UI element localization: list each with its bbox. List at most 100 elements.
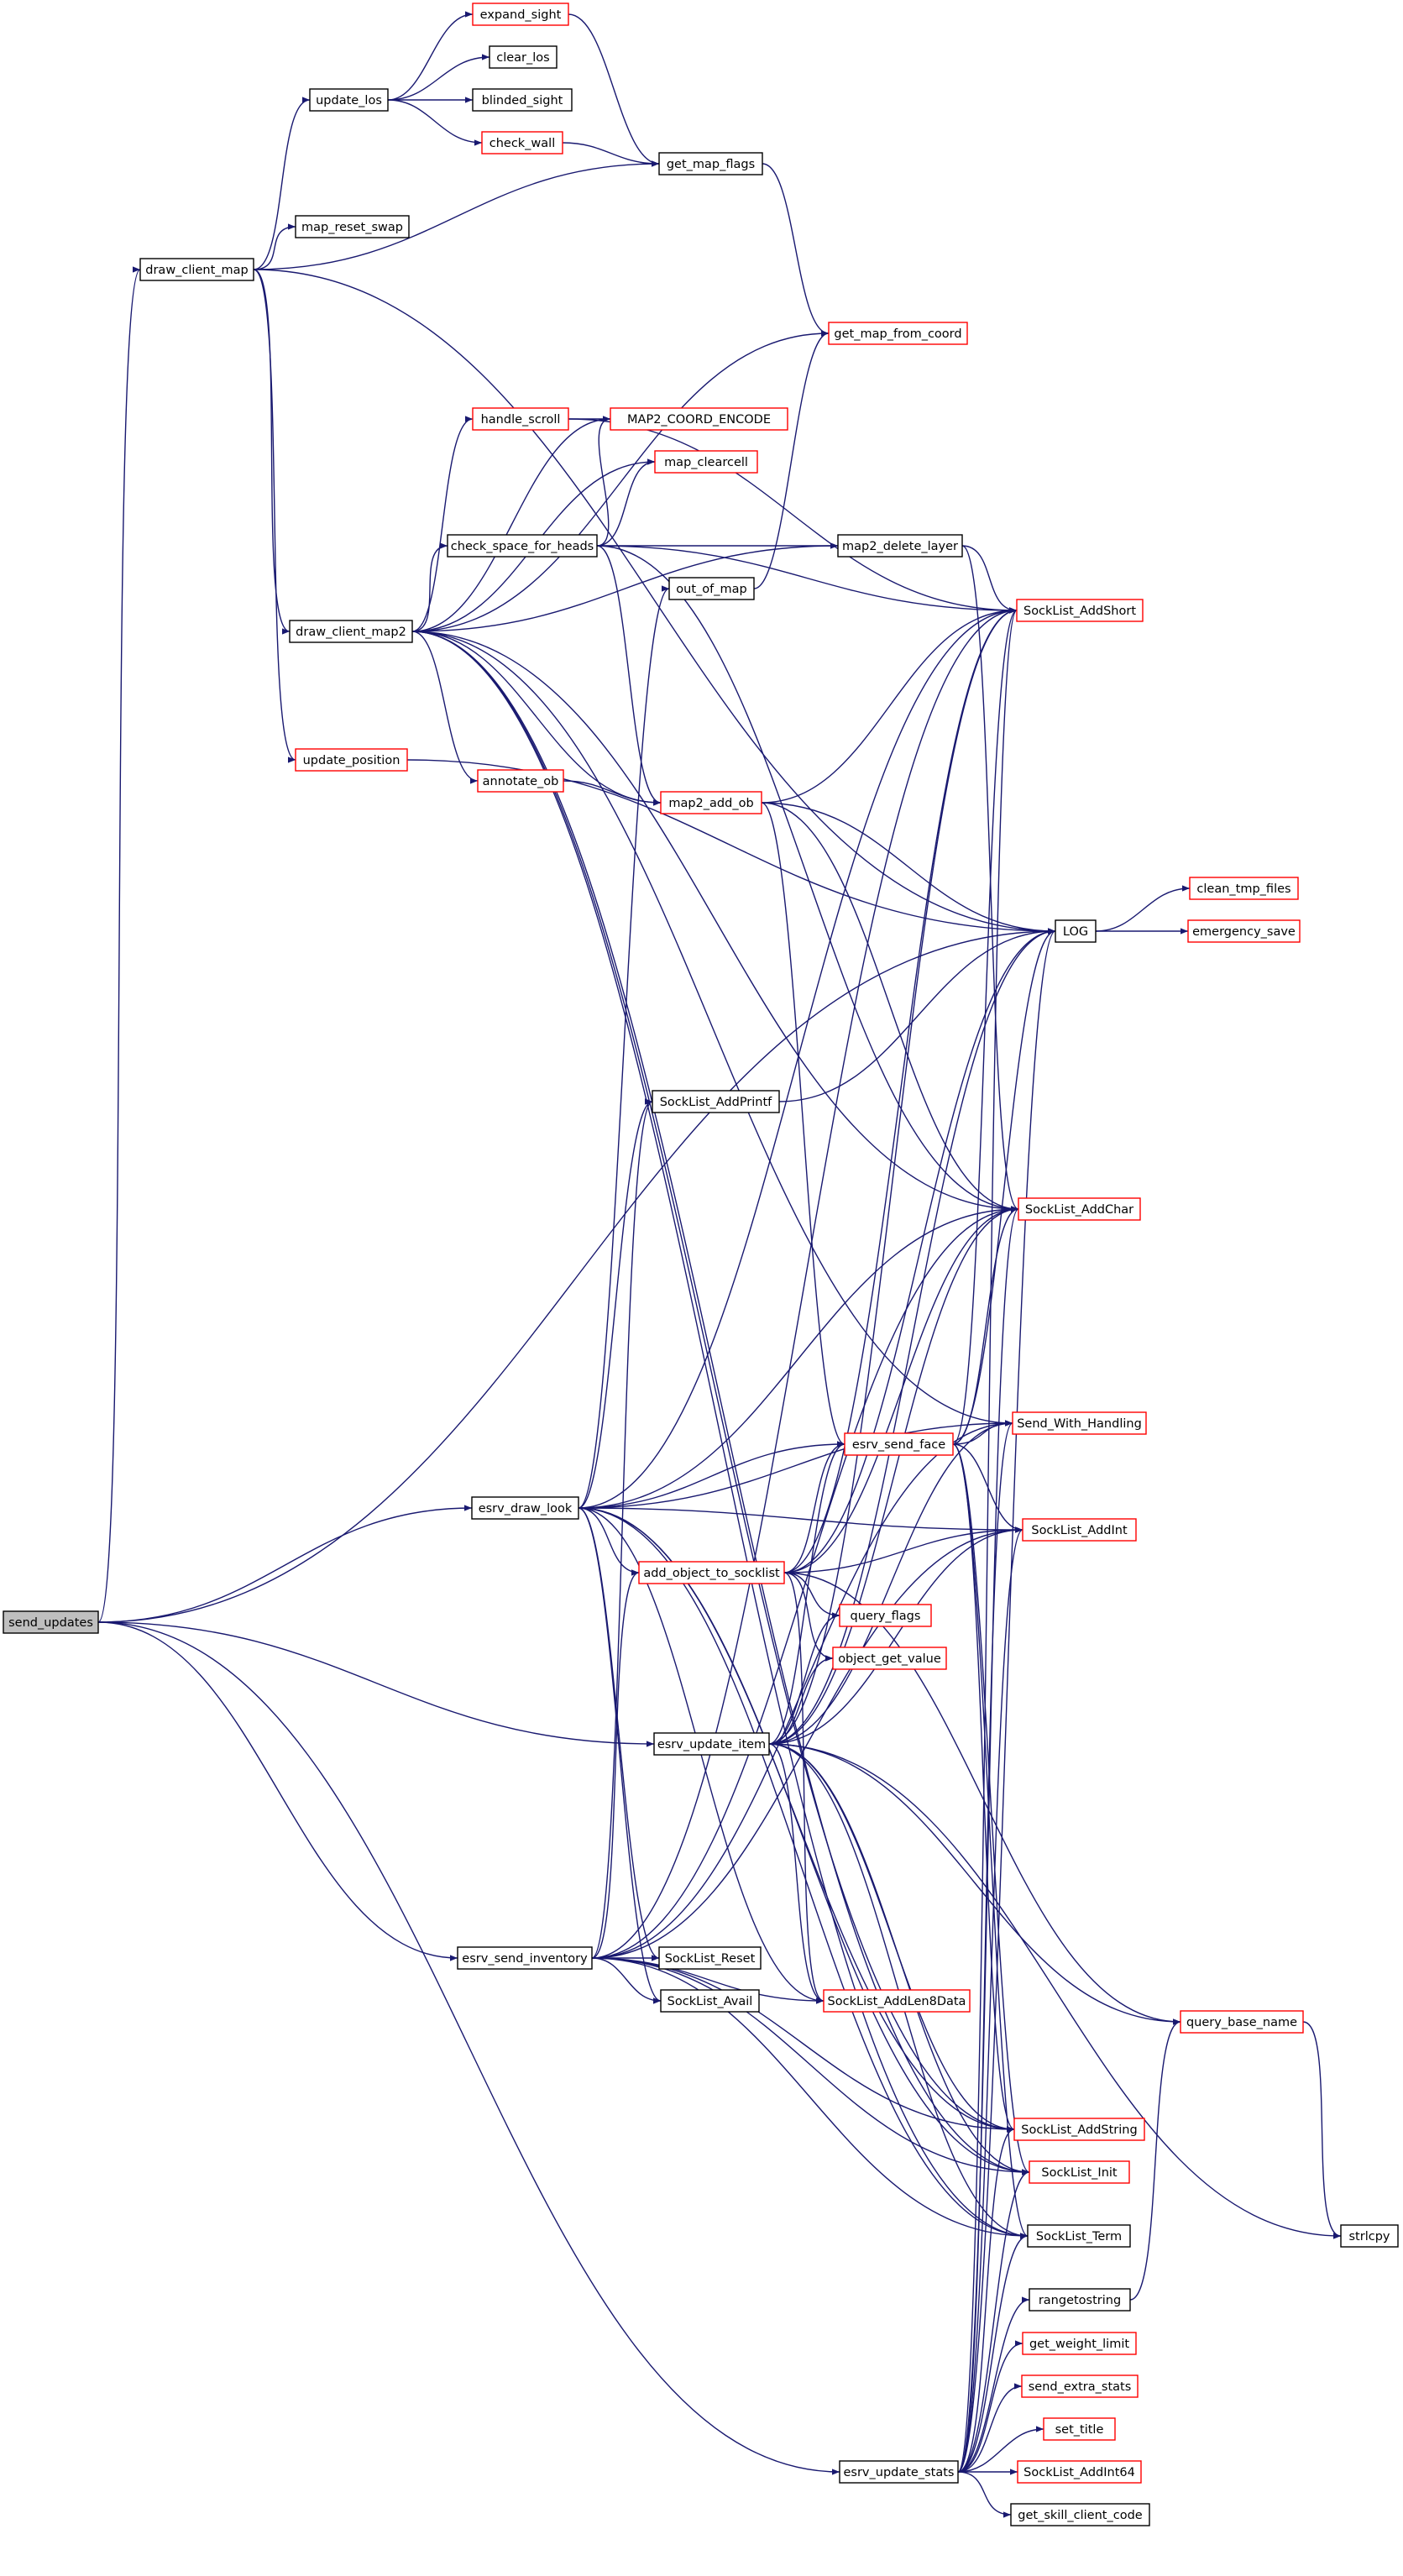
call-edge-esrv_send_inventory-to-SockList_AddInt	[591, 1526, 1023, 1959]
node-box-SockList_Avail	[660, 1989, 760, 2013]
node-SockList_AddInt[interactable]: SockList_AddInt	[1022, 1518, 1137, 1542]
call-edge-send_updates-to-LOG	[97, 928, 1056, 1623]
call-nodes: send_updatesdraw_client_mapupdate_losexp…	[3, 3, 1399, 2526]
call-edge-esrv_draw_look-to-SockList_Init	[578, 1507, 1030, 2175]
node-draw_client_map2[interactable]: draw_client_map2	[289, 620, 413, 643]
node-map_clearcell[interactable]: map_clearcell	[654, 450, 758, 474]
call-edge-update_los-to-expand_sight	[387, 11, 474, 101]
node-get_weight_limit[interactable]: get_weight_limit	[1022, 2332, 1137, 2355]
node-box-esrv_send_inventory	[457, 1946, 593, 1970]
call-edge-draw_client_map2-to-SockList_Term	[411, 631, 1029, 2239]
node-SockList_Term[interactable]: SockList_Term	[1027, 2224, 1131, 2248]
node-label-map_reset_swap: map_reset_swap	[301, 221, 403, 234]
node-set_title[interactable]: set_title	[1043, 2417, 1116, 2441]
node-box-handle_scroll	[472, 407, 569, 431]
node-label-strlcpy: strlcpy	[1349, 2230, 1390, 2244]
call-edge-draw_client_map2-to-check_space_for_heads	[411, 542, 448, 632]
node-clear_los[interactable]: clear_los	[489, 45, 558, 69]
node-box-map_clearcell	[654, 450, 758, 474]
node-esrv_update_stats[interactable]: esrv_update_stats	[839, 2460, 959, 2484]
node-add_object_to_socklist[interactable]: add_object_to_socklist	[638, 1561, 785, 1584]
node-blinded_sight[interactable]: blinded_sight	[472, 88, 573, 112]
node-draw_client_map[interactable]: draw_client_map	[139, 258, 254, 281]
node-map_reset_swap[interactable]: map_reset_swap	[295, 215, 410, 238]
node-map2_delete_layer[interactable]: map2_delete_layer	[837, 534, 963, 558]
call-edge-esrv_send_inventory-to-SockList_AddPrintf	[591, 1098, 653, 1959]
node-SockList_AddInt64[interactable]: SockList_AddInt64	[1017, 2460, 1142, 2484]
node-SockList_Avail[interactable]: SockList_Avail	[660, 1989, 760, 2013]
node-box-get_map_from_coord	[828, 322, 968, 345]
node-label-SockList_Term: SockList_Term	[1036, 2230, 1122, 2244]
node-expand_sight[interactable]: expand_sight	[472, 3, 569, 26]
node-emergency_save[interactable]: emergency_save	[1187, 919, 1301, 943]
node-box-out_of_map	[668, 577, 755, 600]
call-edge-esrv_draw_look-to-SockList_AddInt	[578, 1507, 1023, 1533]
node-send_extra_stats[interactable]: send_extra_stats	[1021, 2374, 1139, 2398]
node-annotate_ob[interactable]: annotate_ob	[477, 769, 564, 793]
call-edge-check_wall-to-get_map_flags	[562, 142, 660, 167]
node-label-update_position: update_position	[303, 754, 400, 767]
node-box-clear_los	[489, 45, 558, 69]
call-edge-esrv_send_face-to-SockList_Term	[952, 1443, 1029, 2239]
call-edge-add_object_to_socklist-to-SockList_AddLen8Data	[783, 1572, 825, 2004]
node-update_position[interactable]: update_position	[295, 748, 408, 772]
node-esrv_send_inventory[interactable]: esrv_send_inventory	[457, 1946, 593, 1970]
node-box-query_base_name	[1180, 2010, 1304, 2034]
call-edge-esrv_update_stats-to-SockList_AddChar	[957, 1206, 1019, 2473]
node-update_los[interactable]: update_los	[309, 88, 389, 112]
call-edge-esrv_update_item-to-SockList_Init	[768, 1743, 1030, 2175]
call-edge-esrv_update_stats-to-SockList_AddInt	[957, 1526, 1023, 2473]
call-edge-map2_add_ob-to-LOG	[761, 802, 1056, 935]
node-label-esrv_update_item: esrv_update_item	[657, 1738, 766, 1751]
node-label-SockList_AddPrintf: SockList_AddPrintf	[660, 1096, 772, 1109]
node-get_map_from_coord[interactable]: get_map_from_coord	[828, 322, 968, 345]
call-edge-esrv_update_stats-to-SockList_Term	[957, 2233, 1029, 2473]
call-edge-add_object_to_socklist-to-object_get_value	[783, 1572, 834, 1662]
node-rangetostring[interactable]: rangetostring	[1029, 2288, 1131, 2312]
node-SockList_Init[interactable]: SockList_Init	[1029, 2160, 1130, 2184]
call-edge-update_los-to-check_wall	[387, 99, 483, 146]
node-clean_tmp_files[interactable]: clean_tmp_files	[1189, 877, 1299, 900]
node-label-emergency_save: emergency_save	[1192, 925, 1296, 939]
call-edge-send_updates-to-draw_client_map	[97, 266, 141, 1623]
node-get_map_flags[interactable]: get_map_flags	[658, 152, 763, 175]
call-edge-check_space_for_heads-to-map2_add_ob	[596, 545, 662, 806]
node-label-SockList_AddChar: SockList_AddChar	[1025, 1203, 1133, 1217]
node-check_space_for_heads[interactable]: check_space_for_heads	[447, 534, 598, 558]
call-edge-esrv_send_inventory-to-add_object_to_socklist	[591, 1569, 640, 1959]
call-edge-draw_client_map-to-draw_client_map2	[253, 269, 291, 635]
node-SockList_AddShort[interactable]: SockList_AddShort	[1016, 599, 1144, 622]
node-strlcpy[interactable]: strlcpy	[1340, 2224, 1399, 2248]
call-edges	[97, 11, 1342, 2518]
node-esrv_draw_look[interactable]: esrv_draw_look	[471, 1496, 579, 1520]
node-get_skill_client_code[interactable]: get_skill_client_code	[1010, 2503, 1150, 2526]
node-out_of_map[interactable]: out_of_map	[668, 577, 755, 600]
node-SockList_Reset[interactable]: SockList_Reset	[658, 1946, 762, 1970]
call-edge-check_space_for_heads-to-SockList_AddShort	[596, 545, 1018, 614]
node-esrv_send_face[interactable]: esrv_send_face	[844, 1432, 954, 1456]
node-check_wall[interactable]: check_wall	[481, 131, 563, 154]
node-esrv_update_item[interactable]: esrv_update_item	[653, 1732, 770, 1756]
node-label-MAP2_COORD_ENCODE: MAP2_COORD_ENCODE	[627, 413, 771, 427]
node-LOG[interactable]: LOG	[1055, 919, 1097, 943]
node-map2_add_ob[interactable]: map2_add_ob	[660, 791, 762, 814]
node-query_base_name[interactable]: query_base_name	[1180, 2010, 1304, 2034]
node-query_flags[interactable]: query_flags	[839, 1604, 932, 1627]
node-label-handle_scroll: handle_scroll	[481, 413, 561, 427]
node-label-draw_client_map: draw_client_map	[145, 264, 248, 277]
node-SockList_AddLen8Data[interactable]: SockList_AddLen8Data	[823, 1989, 971, 2013]
node-MAP2_COORD_ENCODE[interactable]: MAP2_COORD_ENCODE	[610, 407, 788, 431]
node-SockList_AddString[interactable]: SockList_AddString	[1013, 2118, 1145, 2141]
node-SockList_AddChar[interactable]: SockList_AddChar	[1018, 1197, 1141, 1221]
node-handle_scroll[interactable]: handle_scroll	[472, 407, 569, 431]
call-edge-esrv_update_item-to-query_base_name	[768, 1743, 1181, 2025]
node-SockList_AddPrintf[interactable]: SockList_AddPrintf	[652, 1090, 780, 1113]
call-edge-esrv_draw_look-to-SockList_AddShort	[578, 607, 1018, 1509]
node-Send_With_Handling[interactable]: Send_With_Handling	[1012, 1411, 1147, 1435]
node-box-Send_With_Handling	[1012, 1411, 1147, 1435]
node-box-strlcpy	[1340, 2224, 1399, 2248]
call-edge-draw_client_map2-to-annotate_ob	[411, 631, 479, 784]
node-box-SockList_AddPrintf	[652, 1090, 780, 1113]
node-object_get_value[interactable]: object_get_value	[832, 1647, 947, 1670]
